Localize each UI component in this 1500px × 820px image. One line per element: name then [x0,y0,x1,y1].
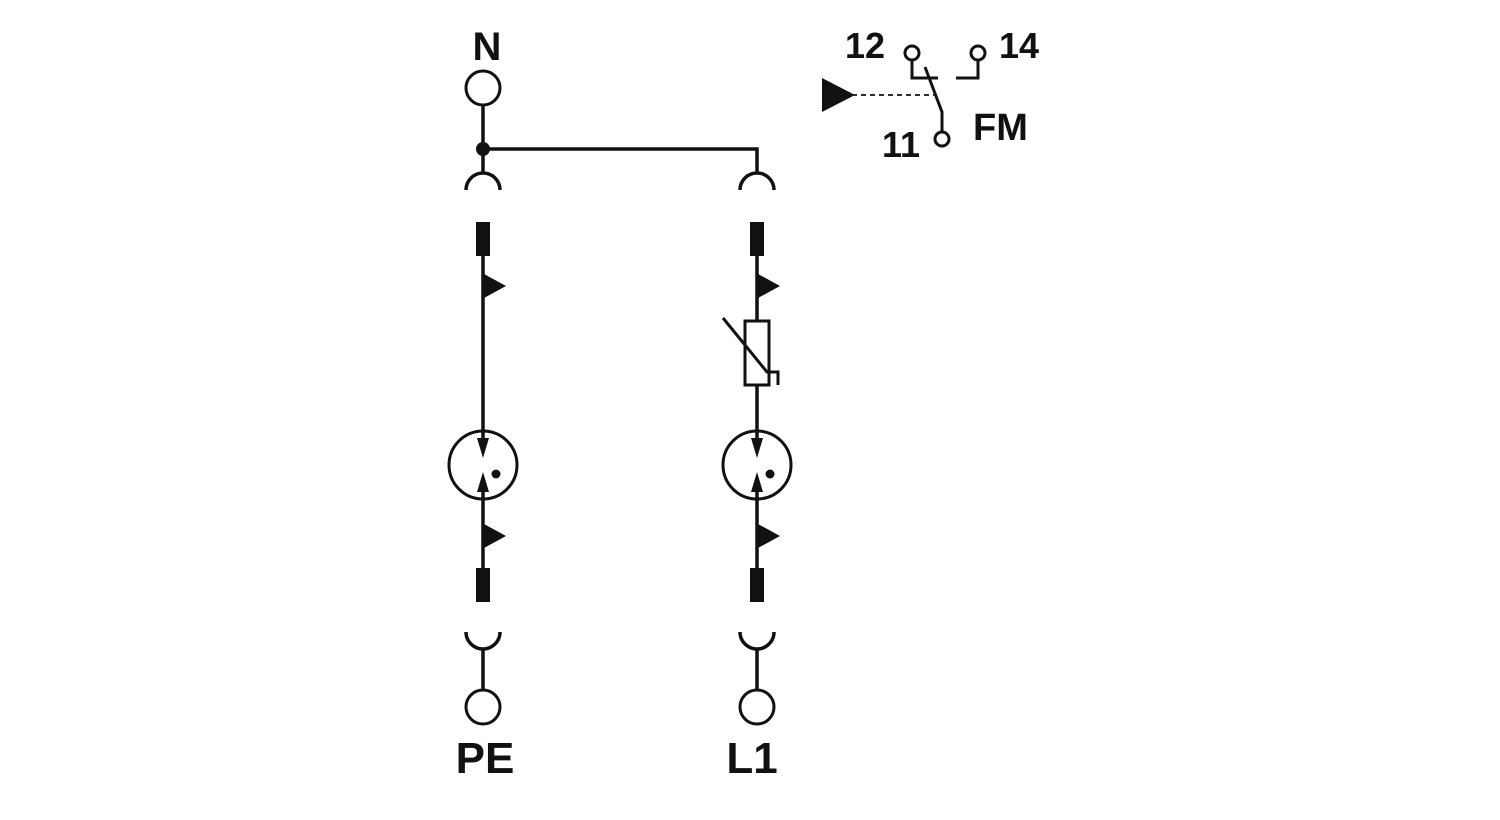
varistor-body [743,319,771,387]
left-gdt-dot [491,469,501,479]
terminal-pe-circle [464,688,502,726]
plug-top-right [738,171,776,191]
left-contact-bottom [476,568,490,602]
terminal-l1-circle [738,688,776,726]
right-gdt-arrow-up [751,472,763,492]
remote-signal-contact: 12 14 11 FM [822,25,1039,165]
bridge-wire [483,147,759,173]
plug-bottom-left [464,631,502,651]
contact-11-terminal [933,130,951,148]
right-flag-upper [758,274,780,298]
contact-11-label: 11 [882,124,920,165]
left-gdt-arrow-up [477,472,489,492]
contact-14-label: 14 [999,25,1039,66]
contact-12-terminal [903,44,921,62]
terminal-n-circle [464,69,502,107]
left-contact-top [476,222,490,256]
plug-bottom-right [738,631,776,651]
varistor-slash [721,317,780,385]
contact-14-lead [956,60,980,80]
left-flag-lower [484,524,506,548]
actuator-arrow [822,78,855,112]
left-gdt-arrow-down [477,438,489,458]
right-branch [721,222,793,602]
right-gdt-arrow-down [751,438,763,458]
plug-top-left [464,171,502,191]
left-branch [447,222,519,602]
left-flag-upper [484,274,506,298]
contact-12-label: 12 [845,25,885,66]
right-contact-top [750,222,764,256]
right-gdt-dot [765,469,775,479]
terminal-l1-label: L1 [726,734,777,783]
contact-switch-blade [923,66,944,132]
terminal-n-label: N [473,25,502,69]
terminal-pe-label: PE [456,734,515,783]
contact-fm-label: FM [973,107,1028,149]
contact-14-terminal [969,44,987,62]
right-contact-bottom [750,568,764,602]
right-flag-lower [758,524,780,548]
